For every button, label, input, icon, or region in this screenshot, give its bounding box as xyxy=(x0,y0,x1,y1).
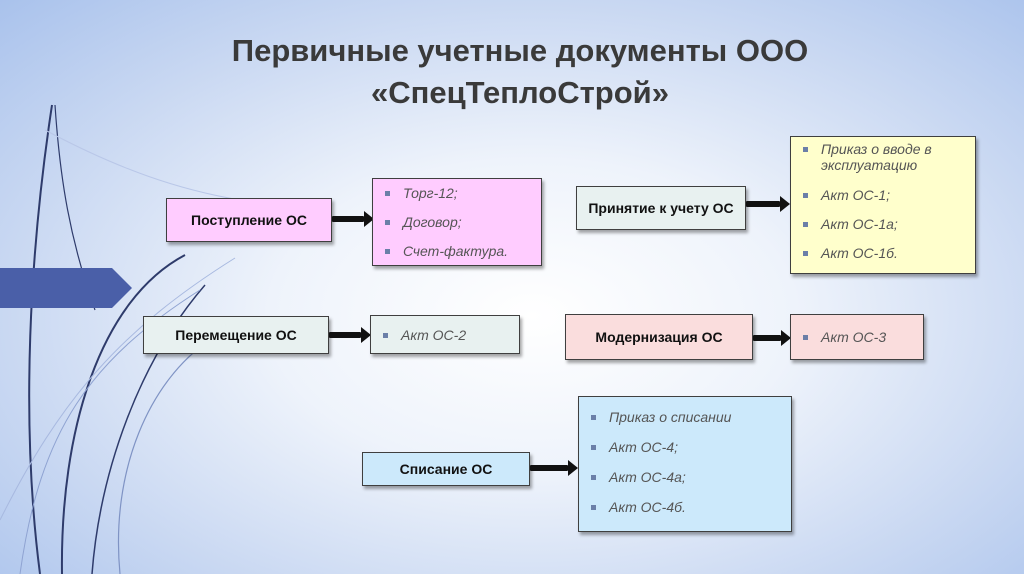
page-title: Первичные учетные документы ООО «СпецТеп… xyxy=(200,30,840,114)
arrow-modernizaciya xyxy=(753,330,791,346)
doc-item: Акт ОС-4а; xyxy=(587,469,785,485)
arrow-prinyatie xyxy=(746,196,790,212)
node-peremeshchenie-label: Перемещение ОС xyxy=(175,327,297,343)
node-spisanie-label: Списание ОС xyxy=(399,461,493,477)
doc-item: Торг-12; xyxy=(381,185,535,201)
doc-item: Акт ОС-4б. xyxy=(587,499,785,515)
docs-prinyatie: Приказ о вводе в эксплуатацию Акт ОС-1; … xyxy=(790,136,976,274)
arrow-spisanie xyxy=(530,460,578,476)
node-postuplenie-label: Поступление ОС xyxy=(191,212,307,228)
node-peremeshchenie: Перемещение ОС xyxy=(143,316,329,354)
node-prinyatie-label: Принятие к учету ОС xyxy=(588,200,734,216)
docs-peremeshchenie: Акт ОС-2 xyxy=(370,315,520,354)
doc-item: Акт ОС-1б. xyxy=(799,245,969,261)
doc-item: Приказ о списании xyxy=(587,409,785,425)
doc-item: Акт ОС-3 xyxy=(799,329,917,345)
arrow-peremeshchenie xyxy=(329,327,371,343)
node-modernizaciya-label: Модернизация ОС xyxy=(595,329,723,345)
title-line-2: «СпецТеплоСтрой» xyxy=(371,75,669,110)
doc-item: Акт ОС-1а; xyxy=(799,216,969,232)
doc-item: Акт ОС-4; xyxy=(587,439,785,455)
node-spisanie: Списание ОС xyxy=(362,452,530,486)
docs-postuplenie: Торг-12; Договор; Счет-фактура. xyxy=(372,178,542,266)
doc-item: Акт ОС-1; xyxy=(799,187,969,203)
title-line-1: Первичные учетные документы ООО xyxy=(231,33,809,68)
doc-item: Договор; xyxy=(381,214,535,230)
docs-spisanie: Приказ о списании Акт ОС-4; Акт ОС-4а; А… xyxy=(578,396,792,532)
node-postuplenie: Поступление ОС xyxy=(166,198,332,242)
doc-item: Акт ОС-2 xyxy=(379,327,513,343)
doc-item: Приказ о вводе в эксплуатацию xyxy=(799,141,969,173)
node-modernizaciya: Модернизация ОС xyxy=(565,314,753,360)
arrow-postuplenie xyxy=(332,211,374,227)
doc-item: Счет-фактура. xyxy=(381,243,535,259)
node-prinyatie: Принятие к учету ОС xyxy=(576,186,746,230)
docs-modernizaciya: Акт ОС-3 xyxy=(790,314,924,360)
